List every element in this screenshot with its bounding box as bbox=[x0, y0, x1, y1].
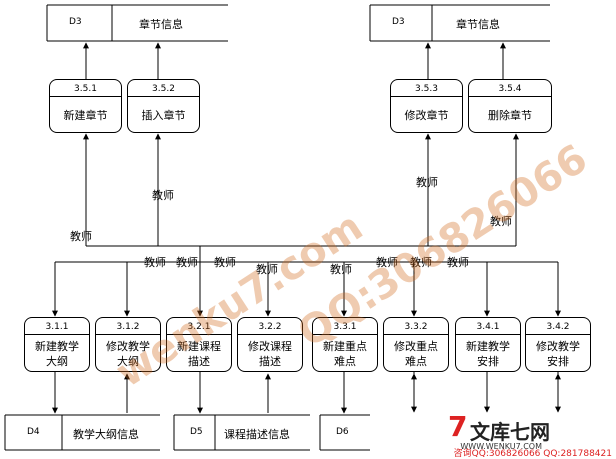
process-3-3-2: 3.3.2 修改重点 难点 bbox=[383, 317, 449, 372]
store-name: 章节信息 bbox=[456, 18, 500, 31]
flow-label-teacher: 教师 bbox=[410, 256, 432, 269]
process-3-2-1: 3.2.1 新建课程 描述 bbox=[166, 317, 232, 372]
process-id: 3.4.1 bbox=[476, 322, 500, 332]
process-id: 3.5.4 bbox=[498, 84, 522, 94]
store-id: D5 bbox=[190, 427, 203, 437]
process-name: 修改重点 难点 bbox=[394, 339, 438, 368]
process-name: 新建教学 安排 bbox=[466, 339, 510, 368]
process-name: 修改教学 安排 bbox=[536, 339, 580, 368]
brand-logo: 7 文库七网 bbox=[448, 410, 550, 445]
data-store-d3-left: D3 章节信息 bbox=[47, 5, 228, 41]
process-id: 3.5.2 bbox=[152, 84, 175, 94]
process-name: 新建课程 描述 bbox=[177, 339, 221, 368]
brand-contact: 咨询QQ:306826066 QQ:281788421 bbox=[453, 449, 612, 459]
process-id: 3.4.2 bbox=[546, 322, 570, 332]
process-name: 修改课程 描述 bbox=[248, 339, 292, 368]
brand-name: 文库七网 bbox=[470, 420, 550, 444]
flow-label-teacher: 教师 bbox=[152, 189, 174, 202]
flow-label-teacher: 教师 bbox=[214, 256, 236, 269]
process-3-1-1: 3.1.1 新建教学 大纲 bbox=[24, 317, 90, 372]
process-id: 3.2.1 bbox=[187, 322, 211, 332]
data-store-d6: D6 bbox=[320, 415, 370, 450]
store-id: D4 bbox=[27, 427, 40, 437]
flow-label-teacher: 教师 bbox=[490, 215, 512, 228]
flow-label-teacher: 教师 bbox=[70, 230, 92, 243]
flow-label-teacher: 教师 bbox=[330, 263, 352, 276]
store-id: D6 bbox=[336, 427, 349, 437]
process-id: 3.3.2 bbox=[404, 322, 428, 332]
process-name: 新建重点 难点 bbox=[323, 339, 367, 368]
process-name: 修改教学 大纲 bbox=[106, 339, 150, 368]
process-id: 3.2.2 bbox=[258, 322, 282, 332]
process-3-3-1: 3.3.1 新建重点 难点 bbox=[312, 317, 378, 372]
process-3-5-2: 3.5.2 插入章节 bbox=[127, 79, 200, 133]
flow-label-teacher: 教师 bbox=[447, 256, 469, 269]
flow-label-teacher: 教师 bbox=[416, 176, 438, 189]
process-name: 新建教学 大纲 bbox=[35, 339, 79, 368]
process-3-2-2: 3.2.2 修改课程 描述 bbox=[237, 317, 303, 372]
process-3-5-1: 3.5.1 新建章节 bbox=[49, 79, 122, 133]
process-3-4-2: 3.4.2 修改教学 安排 bbox=[525, 317, 591, 372]
seven-logo-icon: 7 bbox=[448, 410, 468, 443]
process-id: 3.3.1 bbox=[333, 322, 357, 332]
process-3-1-2: 3.1.2 修改教学 大纲 bbox=[95, 317, 161, 372]
process-3-5-3: 3.5.3 修改章节 bbox=[390, 79, 463, 133]
process-3-4-1: 3.4.1 新建教学 安排 bbox=[455, 317, 521, 372]
data-store-d3-right: D3 章节信息 bbox=[370, 5, 550, 41]
process-name: 新建章节 bbox=[63, 108, 108, 122]
process-id: 3.5.3 bbox=[415, 84, 438, 94]
flow-label-teacher: 教师 bbox=[376, 256, 398, 269]
process-id: 3.1.2 bbox=[116, 322, 140, 332]
process-3-5-4: 3.5.4 删除章节 bbox=[468, 79, 552, 133]
process-name: 修改章节 bbox=[404, 108, 449, 122]
store-id: D3 bbox=[69, 17, 82, 27]
process-name: 插入章节 bbox=[141, 108, 186, 122]
store-name: 课程描述信息 bbox=[224, 428, 290, 441]
process-id: 3.5.1 bbox=[74, 84, 97, 94]
flow-label-teacher: 教师 bbox=[144, 256, 166, 269]
store-name: 教学大纲信息 bbox=[73, 428, 139, 441]
data-store-d5: D5 课程描述信息 bbox=[174, 415, 310, 450]
process-id: 3.1.1 bbox=[45, 322, 69, 332]
store-id: D3 bbox=[392, 17, 405, 27]
process-name: 删除章节 bbox=[488, 108, 532, 122]
flow-label-teacher: 教师 bbox=[256, 263, 278, 276]
store-name: 章节信息 bbox=[139, 18, 183, 31]
data-store-d4: D4 教学大纲信息 bbox=[5, 415, 160, 450]
flow-label-teacher: 教师 bbox=[176, 256, 198, 269]
brand-site: WWW.WENKU7.COM bbox=[460, 442, 542, 451]
